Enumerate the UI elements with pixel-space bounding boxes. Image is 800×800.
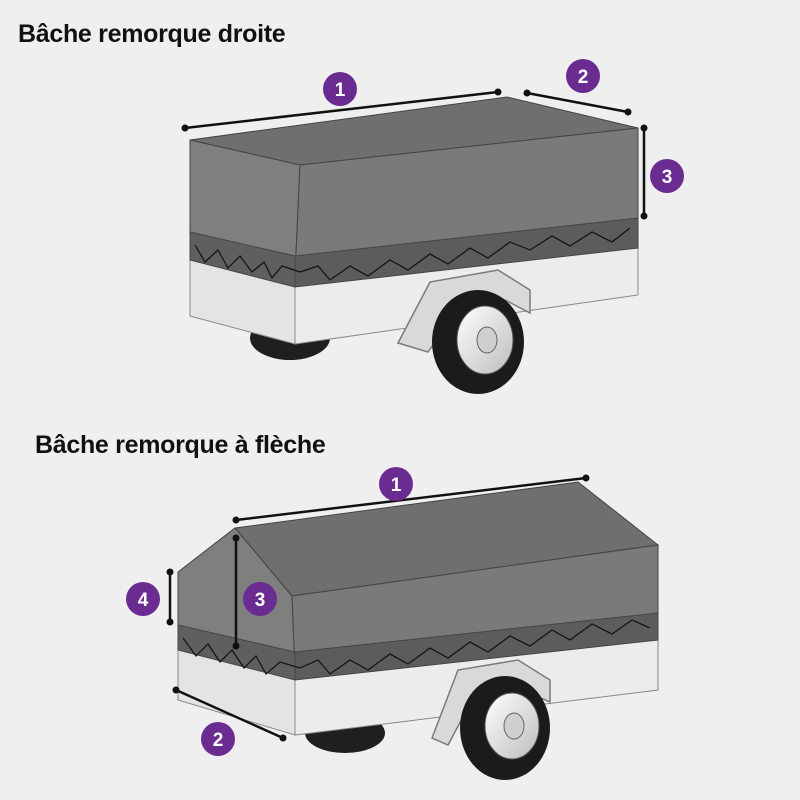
- tarp-band-side: [294, 612, 659, 681]
- svg-text:2: 2: [578, 67, 589, 88]
- dimension-width: [172, 686, 287, 742]
- svg-text:3: 3: [662, 167, 673, 188]
- svg-text:3: 3: [255, 590, 266, 611]
- dimension-width: [523, 89, 632, 116]
- lacing-rope: [182, 619, 651, 675]
- badge-1: 1: [379, 467, 413, 501]
- dimension-length: [232, 474, 590, 524]
- dimension-length: [181, 88, 502, 132]
- tarp-band-side: [294, 217, 639, 288]
- badge-2: 2: [201, 722, 235, 756]
- pointed-trailer: 1 2 3 4: [126, 467, 660, 780]
- badge-3: 3: [243, 582, 277, 616]
- svg-text:2: 2: [213, 730, 224, 751]
- svg-text:1: 1: [335, 80, 346, 101]
- badge-3: 3: [650, 159, 684, 193]
- badge-4: 4: [126, 582, 160, 616]
- straight-trailer: 1 2 3: [181, 59, 684, 394]
- near-wheel: [460, 676, 550, 780]
- badge-2: 2: [566, 59, 600, 93]
- straight-trailer-title: Bâche remorque droite: [18, 20, 286, 48]
- svg-text:1: 1: [391, 475, 402, 496]
- svg-text:4: 4: [138, 590, 149, 611]
- lacing-rope: [194, 227, 631, 281]
- dimension-height: [232, 534, 240, 650]
- dimension-side-height: [166, 568, 174, 626]
- pointed-trailer-title: Bâche remorque à flèche: [35, 431, 326, 459]
- dimension-height: [640, 124, 648, 220]
- near-wheel: [432, 290, 524, 394]
- badge-1: 1: [323, 72, 357, 106]
